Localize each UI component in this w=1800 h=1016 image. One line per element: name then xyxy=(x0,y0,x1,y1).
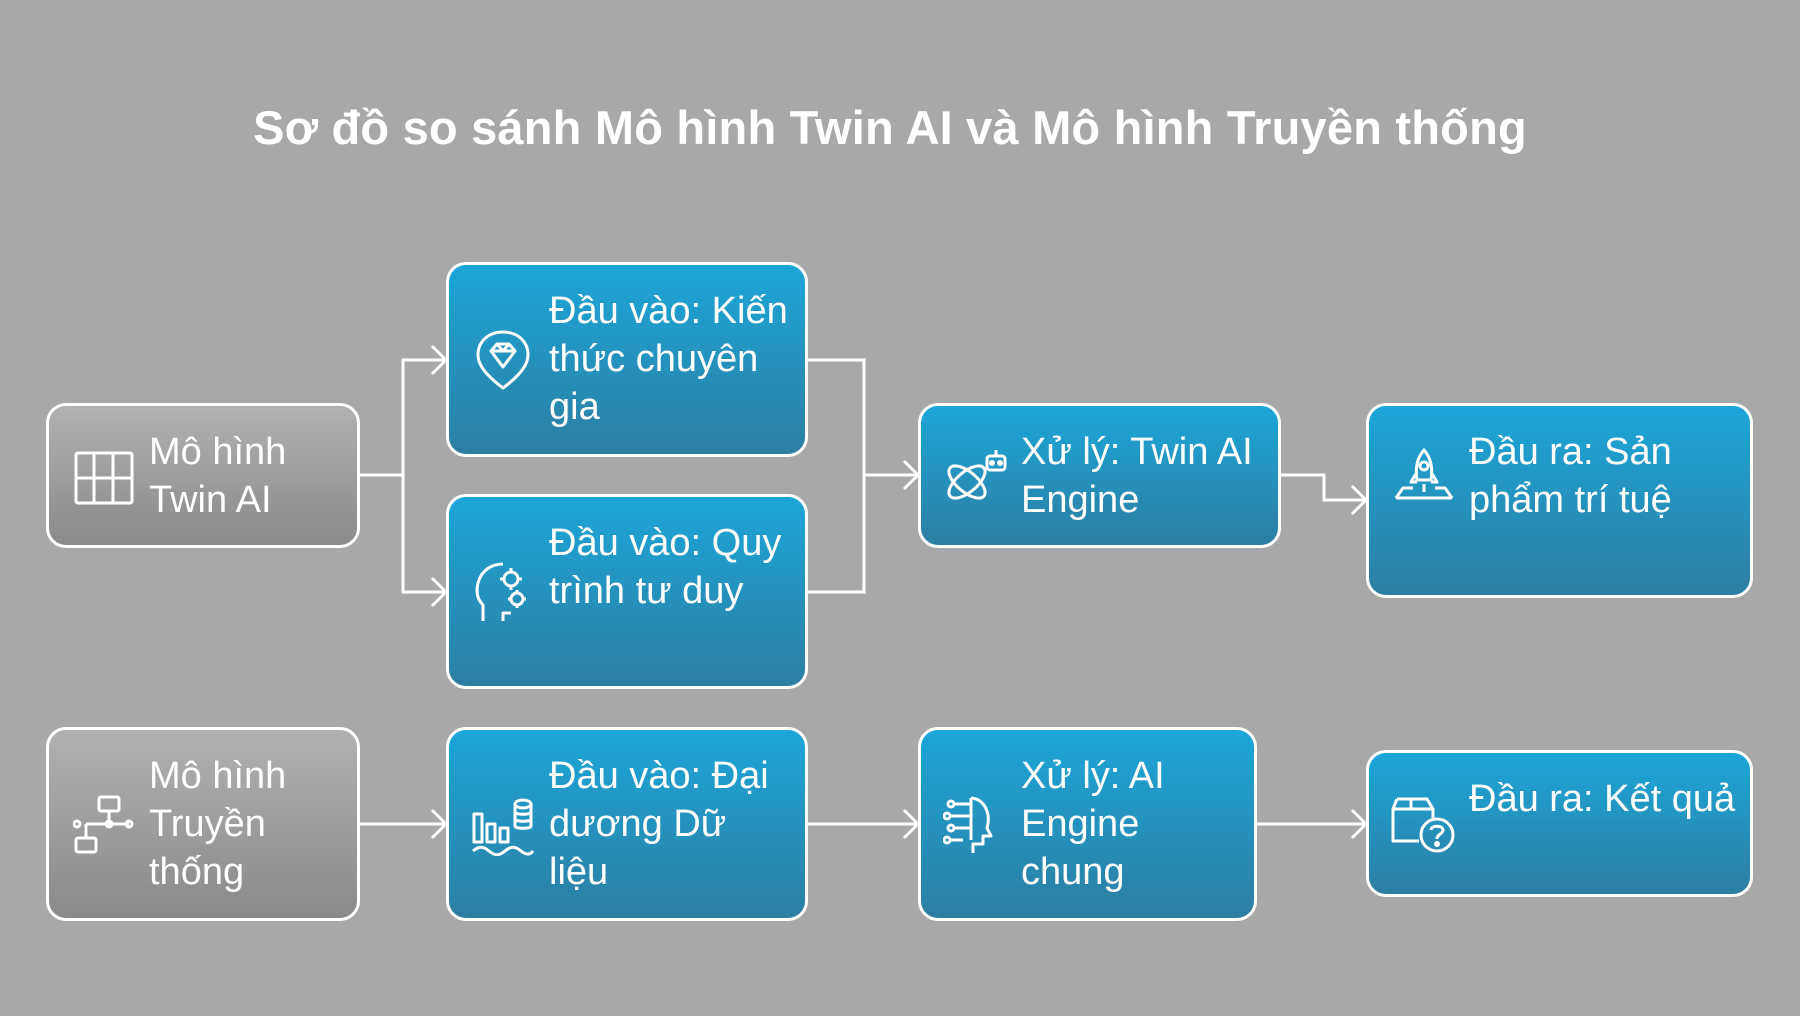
node-thinking-process: Đầu vào: Quy trình tư duy xyxy=(446,494,808,689)
data-chart-icon xyxy=(471,796,535,856)
node-label: Mô hình Truyền thống xyxy=(149,755,287,893)
node-generic-ai-engine: Xử lý: AI Engine chung xyxy=(918,727,1257,921)
robot-atom-icon xyxy=(943,446,1009,506)
box-question-icon xyxy=(1391,793,1457,855)
grid-icon xyxy=(73,450,135,506)
node-label: Xử lý: Twin AI Engine xyxy=(1021,431,1253,521)
node-traditional-model: Mô hình Truyền thống xyxy=(46,727,360,921)
node-twin-ai-model: Mô hình Twin AI xyxy=(46,403,360,548)
diagram-title: Sơ đồ so sánh Mô hình Twin AI và Mô hình… xyxy=(253,101,1527,154)
connector-twin-to-thinking xyxy=(360,473,446,594)
diamond-icon xyxy=(475,329,531,391)
node-label: Đầu vào: Đại dương Dữ liệu xyxy=(549,755,769,893)
node-twin-ai-engine: Xử lý: Twin AI Engine xyxy=(918,403,1281,548)
rocket-icon xyxy=(1393,446,1455,506)
node-label: Đầu ra: Kết quả xyxy=(1469,778,1736,820)
connector-knowledge-to-engine xyxy=(808,358,918,477)
node-label: Mô hình Twin AI xyxy=(149,431,287,521)
node-expert-knowledge: Đầu vào: Kiến thức chuyên gia xyxy=(446,262,808,457)
node-result: Đầu ra: Kết quả xyxy=(1366,750,1753,897)
node-label: Đầu ra: Sản phẩm trí tuệ xyxy=(1469,431,1672,521)
ai-head-icon xyxy=(943,794,1007,856)
node-label: Đầu vào: Quy trình tư duy xyxy=(549,522,782,612)
node-intellectual-product: Đầu ra: Sản phẩm trí tuệ xyxy=(1366,403,1753,598)
connector-engine-to-product xyxy=(1281,473,1366,502)
node-label: Đầu vào: Kiến thức chuyên gia xyxy=(549,290,788,428)
node-data-ocean: Đầu vào: Đại dương Dữ liệu xyxy=(446,727,808,921)
flowchart-icon xyxy=(73,794,135,856)
head-gears-icon xyxy=(473,561,531,625)
connector-twin-to-knowledge xyxy=(360,358,446,477)
connector-thinking-to-engine xyxy=(808,475,866,594)
node-label: Xử lý: AI Engine chung xyxy=(1021,755,1165,893)
